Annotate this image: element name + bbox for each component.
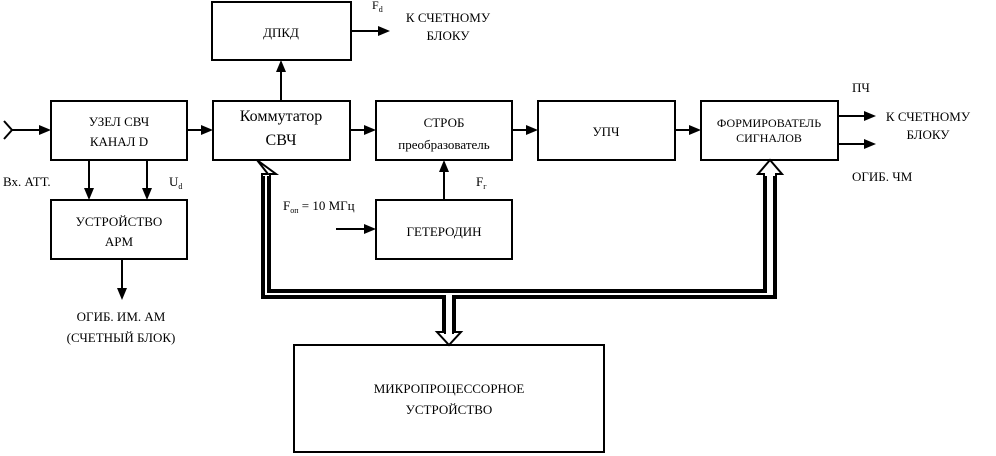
uzel-svch-block bbox=[50, 100, 188, 161]
kommutator-svch-block bbox=[212, 100, 351, 161]
uzel-to-arm-right-arrowhead bbox=[142, 188, 152, 200]
pch-label: ПЧ bbox=[852, 80, 870, 95]
ustroistvo-label: УСТРОЙСТВО bbox=[76, 214, 163, 229]
k-schetnomu-top-line1: К СЧЕТНОМУ bbox=[406, 10, 491, 25]
data-bus-inner-left-2 bbox=[267, 176, 453, 293]
geterodin-label: ГЕТЕРОДИН bbox=[406, 224, 481, 239]
kommutator-to-dpkd-arrowhead bbox=[276, 60, 286, 72]
formirovatel-label: ФОРМИРОВАТЕЛЬ bbox=[717, 116, 821, 130]
strob-label: СТРОБ bbox=[424, 115, 465, 130]
uzel-svch-label: УЗЕЛ СВЧ bbox=[89, 114, 150, 129]
uzel-to-kommutator-arrowhead bbox=[201, 125, 213, 135]
signalov-label: СИГНАЛОВ bbox=[736, 131, 802, 145]
pch-output-arrowhead bbox=[864, 111, 876, 121]
kommutator-label: Коммутатор bbox=[240, 108, 322, 125]
k-schetnomu-right-line1: К СЧЕТНОМУ bbox=[886, 109, 971, 124]
geterodin-block bbox=[375, 199, 513, 260]
arm-output-arrowhead bbox=[117, 288, 127, 300]
data-bus-inner-right bbox=[452, 176, 775, 334]
upch-to-formirovatel-arrowhead bbox=[689, 125, 701, 135]
data-bus-inner-right-2 bbox=[453, 176, 767, 293]
svch-label: СВЧ bbox=[266, 132, 297, 149]
arm-label: АРМ bbox=[105, 234, 134, 249]
schetny-blok-label: (СЧЕТНЫЙ БЛОК) bbox=[67, 330, 176, 345]
fop-input-arrowhead bbox=[364, 224, 376, 234]
ustroistvo-mp-label: УСТРОЙСТВО bbox=[406, 402, 493, 417]
geterodin-to-strob-arrowhead bbox=[439, 160, 449, 172]
kanal-d-label: КАНАЛ D bbox=[90, 134, 148, 149]
upch-label: УПЧ bbox=[592, 124, 620, 139]
preobrazovatel-label: преобразователь bbox=[398, 137, 490, 152]
mikroprocessornoe-label: МИКРОПРОЦЕССОРНОЕ bbox=[374, 381, 525, 396]
k-schetnomu-top-line2: БЛОКУ bbox=[427, 28, 471, 43]
kommutator-to-strob-arrowhead bbox=[364, 125, 376, 135]
ustroistvo-arm-block bbox=[50, 199, 188, 260]
dpkd-label: ДПКД bbox=[263, 25, 299, 40]
data-bus-inner-left bbox=[263, 176, 446, 334]
ogib-chm-output-arrowhead bbox=[864, 139, 876, 149]
mikroprocessornoe-ustroistvo-block bbox=[293, 344, 605, 453]
data-bus bbox=[256, 158, 785, 347]
input-chevron bbox=[3, 120, 14, 140]
vx-att-label: Вх. АТТ. bbox=[3, 174, 51, 189]
dpkd-output-arrowhead bbox=[378, 26, 390, 36]
fd-label: Fd bbox=[372, 0, 383, 14]
strob-to-upch-arrowhead bbox=[526, 125, 538, 135]
input-arrowhead bbox=[39, 125, 51, 135]
ogib-chm-label: ОГИБ. ЧМ bbox=[852, 169, 913, 184]
dpkd-block bbox=[211, 1, 352, 61]
fop-label: Fоп = 10 МГц bbox=[283, 198, 355, 215]
k-schetnomu-right-line2: БЛОКУ bbox=[907, 127, 951, 142]
ogib-im-am-label: ОГИБ. ИМ. АМ bbox=[77, 309, 166, 324]
fg-label: Fг bbox=[476, 174, 487, 191]
ud-label: Ud bbox=[169, 174, 182, 191]
uzel-to-arm-left-arrowhead bbox=[84, 188, 94, 200]
